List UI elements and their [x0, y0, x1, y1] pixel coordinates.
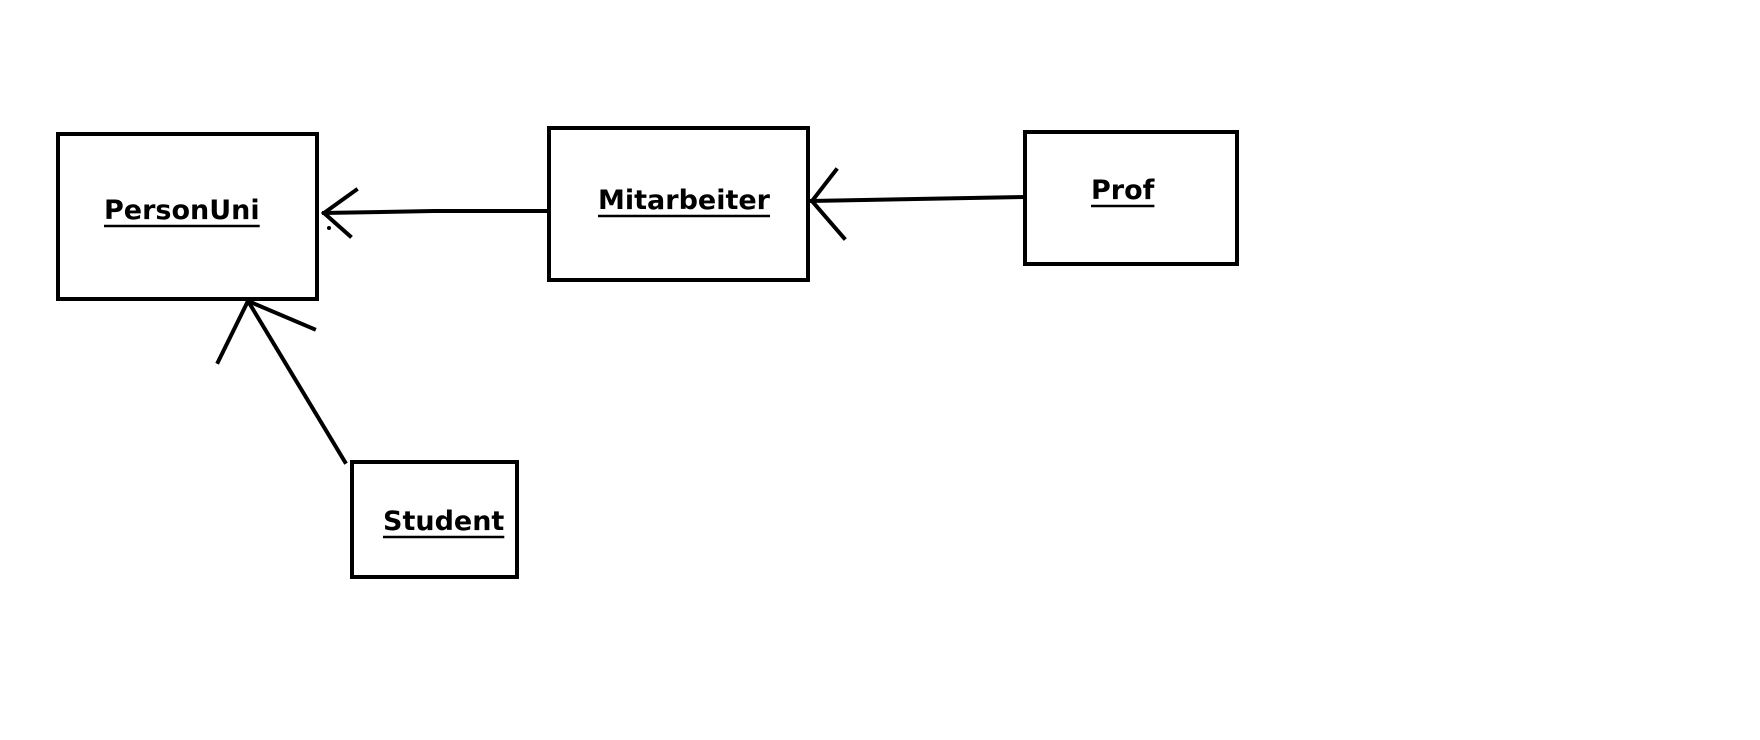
class-person-uni-label: PersonUni	[104, 195, 260, 226]
class-mitarbeiter-box	[547, 126, 810, 282]
edge-prof-to-mitarbeiter	[809, 167, 1028, 241]
edge-student-to-person-uni-line	[245, 298, 348, 465]
class-prof[interactable]: Prof	[1023, 130, 1239, 266]
edge-mitarbeiter-to-person-uni-line	[321, 209, 551, 216]
class-student-box	[350, 460, 519, 579]
class-person-uni[interactable]: PersonUni	[56, 132, 319, 301]
class-prof-label: Prof	[1091, 175, 1155, 206]
class-student[interactable]: Student	[350, 460, 519, 579]
arrowhead-person-uni-bottom-icon	[215, 298, 317, 365]
class-mitarbeiter-label: Mitarbeiter	[598, 185, 771, 216]
edge-mitarbeiter-to-person-uni	[320, 187, 551, 239]
stray-dot	[327, 226, 331, 230]
arrowhead-mitarbeiter-icon	[809, 167, 847, 241]
arrowhead-person-uni-icon	[320, 187, 359, 239]
edge-prof-to-mitarbeiter-line	[809, 194, 1028, 204]
edge-student-to-person-uni	[215, 298, 348, 465]
class-mitarbeiter[interactable]: Mitarbeiter	[547, 126, 810, 282]
class-student-label: Student	[383, 506, 504, 537]
class-person-uni-box	[56, 132, 319, 301]
